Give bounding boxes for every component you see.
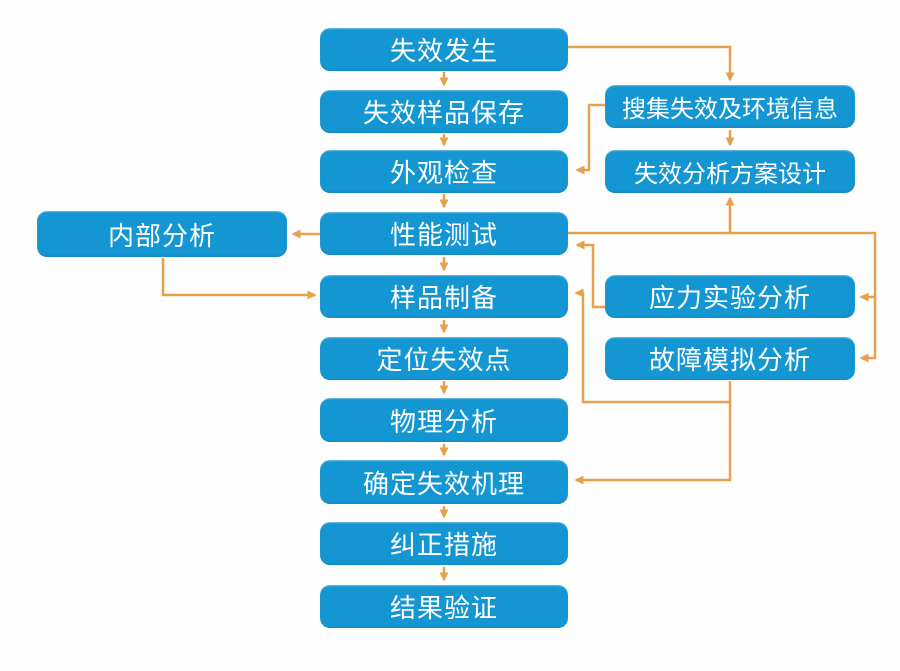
node-collect-failure-environment-info: 搜集失效及环境信息 [605, 85, 855, 128]
node-failure-occurs: 失效发生 [320, 28, 568, 71]
edge-fault-to-mechanism [574, 381, 732, 485]
node-fault-simulation-analysis: 故障模拟分析 [605, 337, 855, 380]
node-visual-inspection: 外观检查 [320, 150, 568, 193]
node-label: 故障模拟分析 [648, 346, 811, 376]
node-label: 外观检查 [389, 159, 498, 189]
node-failure-sample-preservation: 失效样品保存 [320, 90, 568, 133]
node-label: 结果验证 [389, 594, 498, 624]
node-corrective-measures: 纠正措施 [320, 522, 568, 565]
edge-internal-to-prep [161, 258, 317, 300]
edge-stress-to-test [575, 240, 605, 309]
edge-occurs-to-collect [568, 45, 735, 82]
node-label: 样品制备 [389, 284, 498, 314]
node-result-verification: 结果验证 [320, 585, 568, 628]
node-label: 内部分析 [107, 221, 216, 252]
node-label: 失效样品保存 [362, 99, 525, 129]
node-sample-preparation: 样品制备 [320, 275, 568, 318]
node-label: 物理分析 [389, 407, 498, 438]
node-stress-experiment-analysis: 应力实验分析 [605, 275, 855, 318]
node-physical-analysis: 物理分析 [320, 398, 568, 442]
node-label: 搜集失效及环境信息 [622, 95, 838, 123]
node-label: 确定失效机理 [362, 469, 525, 500]
node-locate-failure-point: 定位失效点 [320, 337, 568, 380]
edge-collect-to-inspect [575, 103, 605, 175]
node-label: 失效发生 [389, 37, 498, 67]
node-label: 应力实验分析 [648, 284, 811, 314]
node-determine-failure-mechanism: 确定失效机理 [320, 460, 568, 504]
node-performance-test: 性能测试 [320, 212, 568, 255]
node-label: 性能测试 [389, 221, 498, 251]
node-internal-analysis: 内部分析 [37, 211, 287, 257]
node-label: 失效分析方案设计 [634, 160, 826, 188]
node-label: 纠正措施 [389, 531, 498, 561]
node-label: 定位失效点 [376, 346, 512, 376]
node-failure-analysis-plan-design: 失效分析方案设计 [605, 150, 855, 193]
